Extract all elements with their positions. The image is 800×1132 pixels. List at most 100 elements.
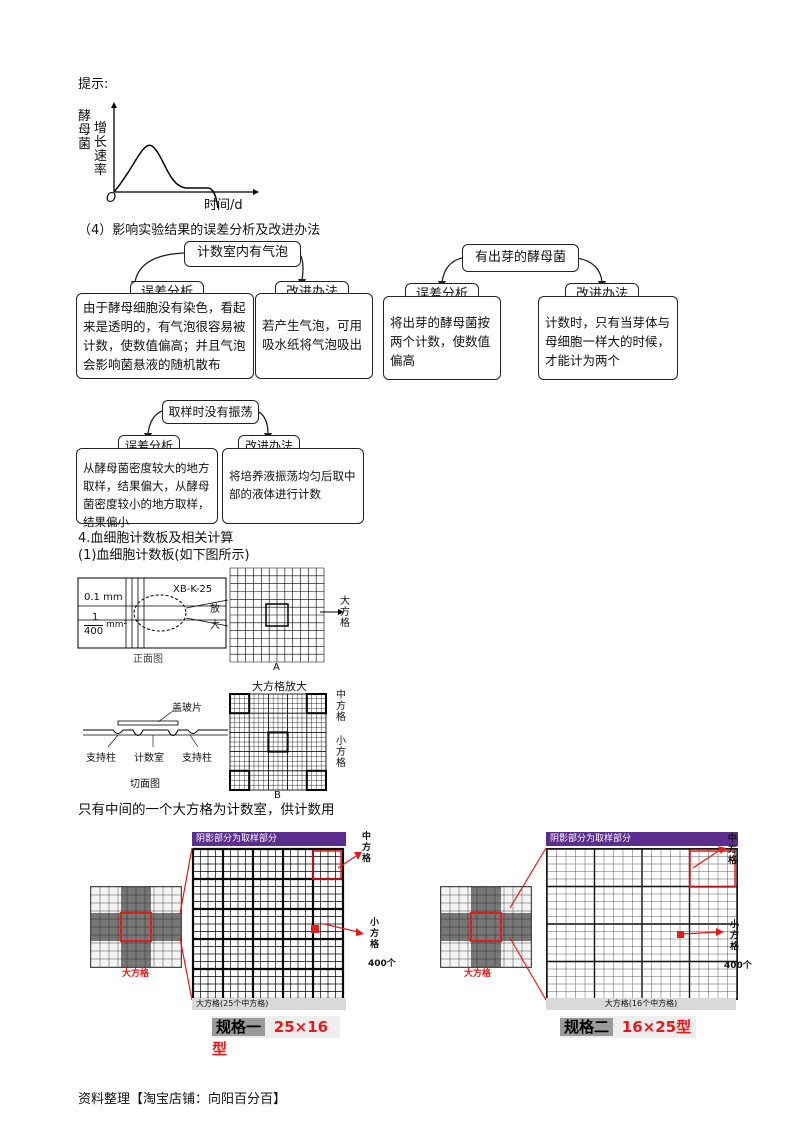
zoom-1: 放 [210, 604, 220, 615]
figB-caption: B [274, 790, 281, 801]
spec1-panel: 大方格 阴影部分为取样部分 中 方 格 小 方 格 400个 大方格(25个中方… [88, 828, 438, 1058]
chart-ylabel-2: 增长速率 [94, 121, 108, 178]
footer-source: 资料整理【淘宝店铺：向阳百分百】 [78, 1092, 287, 1107]
zoom-2: 大 [210, 620, 220, 631]
spec1-mid-label: 中 方 格 [362, 832, 371, 865]
spec1-overview-grid [90, 886, 182, 968]
grid-rect [305, 769, 328, 792]
spec1-mid-1: 中 [362, 832, 372, 842]
section4-title: （4）影响实验结果的误差分析及改进办法 [78, 223, 321, 238]
grid-rect [229, 769, 251, 792]
spec2-overview [440, 886, 532, 968]
spec2-panel: 大方格 阴影部分为取样部分 中 方 格 小 方 格 400个 大方格(16个中方… [438, 828, 788, 1040]
figA-label-3: 格 [340, 618, 350, 629]
tree1-right-text: 若产生气泡，可用吸水纸将气泡吸出 [255, 293, 373, 379]
tree2-left-text: 将出芽的酵母菌按两个计数，使数值偏高 [383, 296, 501, 380]
front-view-svg [77, 577, 229, 649]
spec2-arrows [509, 846, 726, 1001]
chart-xlabel: 时间/d [204, 198, 243, 213]
grid-rect [311, 925, 319, 933]
spec1-big-label: 大方格 [122, 969, 150, 979]
front-model: XB-K-25 [173, 584, 213, 595]
tree3-root: 取样时没有振荡 [162, 400, 259, 424]
figB-mid-1: 中 [336, 690, 346, 701]
spec2-name-box: 规格二 16×25型 [560, 1016, 696, 1038]
tree3-right-text: 将培养液振荡均匀后取中部的液体进行计数 [222, 448, 364, 524]
figB-small-3: 格 [336, 758, 346, 769]
growth-curve [113, 144, 219, 209]
figB-grid [229, 693, 328, 792]
spec1-overview [90, 886, 182, 968]
grid-rect [120, 912, 152, 942]
spec1-name: 规格一 [212, 1018, 266, 1036]
spec2-small-2: 方 [730, 931, 740, 941]
blood-subtitle: (1)血细胞计数板(如下图所示) [78, 548, 250, 563]
growth-rate-chart: 酵母菌 增长速率 O 时间/d [78, 100, 259, 215]
figB-small-2: 方 [336, 747, 346, 758]
tree1-root: 计数室内有气泡 [184, 241, 301, 267]
blood-title: 4.血细胞计数板及相关计算 [78, 531, 234, 546]
figB-grid-svg [229, 693, 328, 792]
support-left-label: 支持柱 [86, 753, 116, 764]
figA-label: 大 方 格 [340, 596, 352, 629]
spec2-mid-1: 中 [728, 834, 738, 844]
figB-small-label: 小 方 格 [336, 736, 346, 769]
x-axis-arrow [253, 189, 259, 195]
figA-caption: A [273, 662, 280, 673]
figA-grid [229, 567, 325, 663]
tree2-right-text: 计数时，只有当芽体与母细胞一样大的时候，才能计为两个 [538, 296, 678, 380]
spec1-zoom-svg [191, 847, 345, 1001]
spec2-mid-3: 格 [728, 856, 738, 866]
chart-origin: O [106, 191, 117, 206]
spec1-zoom-grid [191, 847, 345, 1001]
spec2-count: 400个 [724, 961, 752, 971]
grid-rect [312, 850, 342, 880]
hint-label: 提示: [78, 77, 109, 92]
grid-rect [305, 693, 328, 715]
section-view-svg [83, 710, 228, 748]
tree3-left-text: 从酵母菌密度较大的地方取样，结果偏大，从酵母菌密度较小的地方取样，结果偏小 [76, 448, 218, 529]
chart-ylabel-1: 酵母菌 [78, 109, 92, 152]
spec1-count: 400个 [368, 959, 396, 969]
spec1-small-2: 方 [370, 929, 380, 939]
spec1-bottom-bar: 大方格(25个中方格) [192, 998, 346, 1010]
figB-mid-2: 方 [336, 701, 346, 712]
spec2-banner: 阴影部分为取样部分 [546, 832, 738, 846]
chamber-label: 计数室 [134, 753, 164, 764]
spec2-small-1: 小 [730, 920, 740, 930]
section-caption: 切面图 [130, 779, 160, 790]
only-middle-text: 只有中间的一个大方格为计数室，供计数用 [78, 802, 335, 818]
figA-grid-svg [229, 567, 325, 663]
spec2-overview-grid [440, 886, 532, 968]
spec1-mid-3: 格 [362, 854, 372, 864]
support-right-label: 支持柱 [182, 753, 212, 764]
spec2-small-label: 小 方 格 [730, 920, 739, 953]
spec2-type: 16×25型 [621, 1018, 692, 1036]
figA-label-1: 大 [340, 596, 350, 607]
figB-title: 大方格放大 [252, 680, 307, 693]
front-area-den: 400 [84, 625, 104, 637]
spec1-small-3: 格 [370, 940, 380, 950]
spec1-small-1: 小 [370, 918, 380, 928]
spec1-name-box: 规格一 25×16型 [212, 1016, 340, 1058]
grid-rect [689, 850, 736, 888]
spec1-arrows [179, 847, 364, 1001]
figB-mid-3: 格 [336, 712, 346, 723]
grid-rect [267, 731, 289, 753]
figB-small-1: 小 [336, 736, 346, 747]
spec2-name: 规格二 [560, 1018, 614, 1036]
tree1-left-text: 由于酵母细胞没有染色，看起来是透明的，有气泡很容易被计数，使数值偏高；并且气泡会… [76, 293, 254, 379]
front-caption: 正面图 [133, 654, 163, 665]
front-area-num: 1 [92, 612, 99, 623]
spec1-small-label: 小 方 格 [370, 918, 379, 951]
spec2-bottom-bar: 大方格(16个中方格) [546, 998, 736, 1010]
spec2-mid-2: 方 [728, 845, 738, 855]
front-area-unit: mm² [106, 620, 128, 630]
tree2-root: 有出芽的酵母菌 [462, 244, 579, 272]
section-view-figure: 盖玻片 支持柱 计数室 支持柱 切面图 [78, 695, 238, 795]
cover-slip-label: 盖玻片 [172, 703, 202, 714]
grid-rect [265, 603, 289, 627]
grid-rect [677, 931, 684, 938]
figA-label-2: 方 [340, 607, 350, 618]
spec2-mid-label: 中 方 格 [728, 834, 737, 867]
